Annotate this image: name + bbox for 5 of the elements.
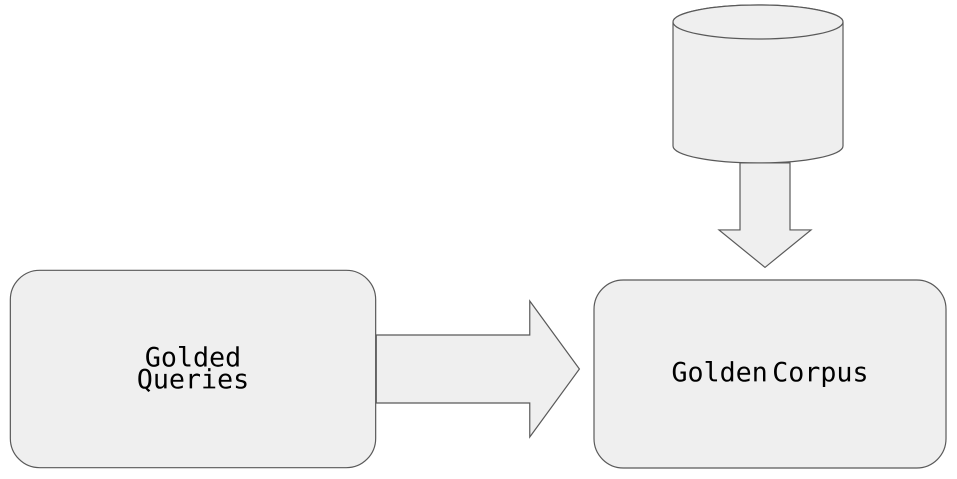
process-box: Golden Corpus bbox=[593, 279, 947, 469]
process-box: Golded Queries bbox=[10, 270, 376, 468]
database-cylinder bbox=[672, 4, 844, 164]
block-arrow bbox=[376, 299, 580, 439]
block-arrow bbox=[717, 162, 813, 268]
